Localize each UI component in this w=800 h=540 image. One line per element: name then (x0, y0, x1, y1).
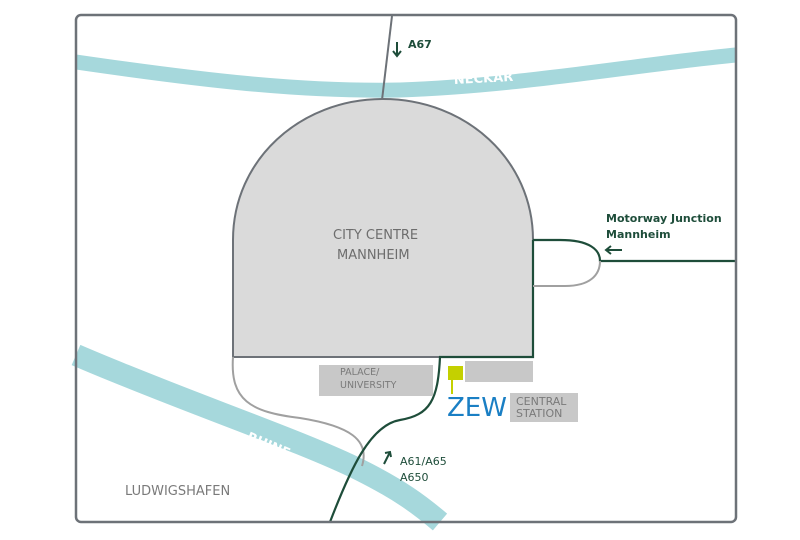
a61-label-2: A650 (400, 471, 429, 484)
zew-marker (448, 366, 463, 380)
station-building-box (465, 361, 533, 382)
city-centre-label-1: CITY CENTRE (333, 228, 419, 243)
map-frame (74, 13, 738, 524)
palace-box (319, 365, 433, 396)
station-label-box (510, 393, 578, 422)
city-centre-area (232, 97, 534, 358)
arrow-up-right-icon (383, 450, 392, 465)
a61-label-1: A61/A65 (400, 455, 447, 468)
station-label-1: CENTRAL (516, 395, 567, 408)
arrow-left-icon (604, 245, 622, 255)
motorway-label-2: Mannheim (606, 228, 671, 241)
ludwigshafen-label: LUDWIGSHAFEN (125, 484, 231, 499)
motorway-loop-green (533, 238, 736, 263)
palace-label-1: PALACE/ (340, 367, 380, 378)
station-label-2: STATION (516, 407, 563, 420)
neckar-label: NECKAR (453, 70, 513, 88)
city-centre-label-2: MANNHEIM (337, 248, 410, 263)
gray-road-west (231, 356, 365, 467)
rhine-river (71, 344, 448, 531)
green-road-south (328, 240, 535, 523)
motorway-label-1: Motorway Junction (606, 212, 722, 225)
a67-label: A67 (408, 38, 432, 51)
palace-label-2: UNIVERSITY (340, 380, 397, 391)
arrow-down-icon (392, 42, 402, 58)
motorway-loop-gray (533, 260, 601, 287)
zew-logo[interactable]: ZEW (447, 393, 507, 423)
a67-road (381, 15, 393, 101)
neckar-river (74, 47, 737, 98)
